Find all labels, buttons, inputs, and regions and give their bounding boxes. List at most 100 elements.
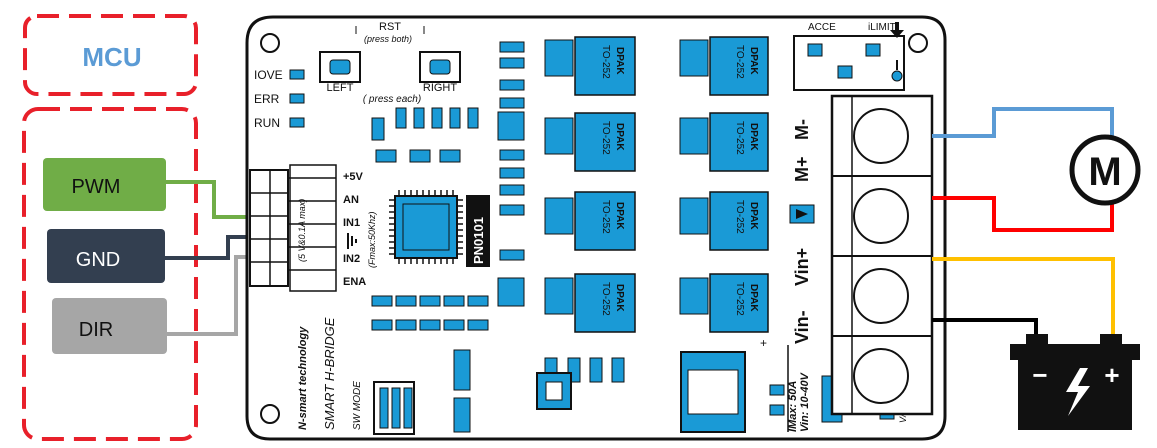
battery-plus: + bbox=[1104, 360, 1119, 390]
mosfet-array bbox=[544, 36, 769, 333]
chip-pins bbox=[389, 190, 463, 264]
err-label: ERR bbox=[254, 92, 280, 106]
press-each-label: ( press each) bbox=[363, 94, 421, 105]
mosfet-label: TO-252 bbox=[734, 45, 745, 79]
mosfet bbox=[679, 36, 769, 96]
acce-jumper[interactable] bbox=[837, 65, 853, 79]
mosfet bbox=[679, 112, 769, 172]
rst-sublabel: (press both) bbox=[364, 34, 412, 44]
diode-symbol bbox=[796, 209, 808, 219]
mount-hole bbox=[908, 33, 928, 53]
mosfet bbox=[544, 112, 636, 172]
mosfet-label: DPAK bbox=[748, 123, 759, 151]
pin-label: +5V bbox=[343, 171, 364, 183]
spec-imax: IMax: 50A bbox=[787, 381, 799, 432]
signal-wires bbox=[165, 180, 250, 336]
right-button-cap[interactable] bbox=[429, 59, 451, 75]
pwm-label: PWM bbox=[72, 176, 121, 198]
brand-label: N-smart technology bbox=[297, 326, 309, 430]
err-led bbox=[289, 93, 305, 104]
battery-wire-minus bbox=[932, 318, 1038, 338]
h-bridge-board: RST (press both) LEFT RIGHT ( press each… bbox=[245, 15, 947, 441]
mcu-chip-inner bbox=[402, 203, 450, 251]
transistor bbox=[497, 277, 525, 307]
mosfet-label: DPAK bbox=[614, 202, 625, 230]
terminal-screw-vin-plus[interactable] bbox=[853, 268, 909, 324]
terminal-label-vin-plus: Vin+ bbox=[792, 248, 812, 286]
chip-id-badge bbox=[466, 195, 490, 267]
arrow-icon bbox=[890, 22, 904, 38]
inductor-core bbox=[545, 381, 563, 401]
iove-label: IOVE bbox=[254, 68, 283, 82]
arrow-dot bbox=[891, 70, 903, 82]
terminal-screw-vin-minus[interactable] bbox=[853, 348, 909, 404]
battery-terminal-plus bbox=[1100, 334, 1122, 346]
acce-jumper[interactable] bbox=[807, 43, 823, 57]
terminal-screw-m-minus[interactable] bbox=[853, 108, 909, 164]
ilimit-jumper[interactable] bbox=[865, 43, 881, 57]
connector-housing bbox=[289, 164, 337, 292]
left-button-cap[interactable] bbox=[329, 59, 351, 75]
gnd-wire bbox=[165, 235, 250, 260]
chip-id: PN0101 bbox=[471, 217, 486, 264]
spec-vin: Vin: 10-40V bbox=[799, 371, 811, 432]
dir-wire bbox=[167, 255, 250, 336]
capacitor-body bbox=[687, 369, 739, 415]
mcu-title-border bbox=[23, 14, 198, 96]
run-led bbox=[289, 117, 305, 128]
battery-wire-plus bbox=[932, 257, 1115, 335]
acce-label: ACCE bbox=[808, 22, 836, 33]
plus-mark: + bbox=[760, 336, 767, 350]
connector-traces bbox=[288, 177, 336, 271]
product-label: SMART H-BRIDGE bbox=[322, 317, 337, 430]
battery-terminal-minus bbox=[1026, 334, 1048, 346]
mosfet-label: DPAK bbox=[614, 284, 625, 312]
dip-toggle[interactable] bbox=[391, 387, 401, 429]
signal-connector bbox=[249, 169, 289, 287]
mosfet-label: TO-252 bbox=[734, 121, 745, 155]
terminal-label-m-plus: M+ bbox=[792, 156, 812, 182]
mount-hole bbox=[260, 33, 280, 53]
mosfet-label: TO-252 bbox=[734, 200, 745, 234]
mosfet-label: DPAK bbox=[614, 123, 625, 151]
mosfet-label: DPAK bbox=[748, 202, 759, 230]
battery: − + bbox=[1010, 334, 1140, 430]
left-label: LEFT bbox=[327, 82, 354, 94]
jumper-block bbox=[793, 35, 905, 91]
sw-mode-label: SW MODE bbox=[352, 381, 363, 430]
mosfet-label: TO-252 bbox=[600, 200, 611, 234]
pwm-box bbox=[43, 158, 166, 211]
trimmer bbox=[453, 397, 471, 433]
right-label: RIGHT bbox=[423, 82, 458, 94]
mosfet-label: TO-252 bbox=[600, 45, 611, 79]
terminal-label-m-minus: M- bbox=[792, 119, 812, 140]
mosfet-label: TO-252 bbox=[600, 121, 611, 155]
dip-toggle[interactable] bbox=[403, 387, 413, 429]
mosfet-labels: DPAK TO-252 DPAK TO-252 DPAK TO-252 DPAK… bbox=[600, 45, 759, 316]
pin-label: AN bbox=[343, 194, 359, 206]
iove-led bbox=[289, 69, 305, 80]
mosfet bbox=[544, 36, 636, 96]
dir-box bbox=[52, 298, 167, 354]
ilimit-label: iLIMIT bbox=[868, 22, 896, 33]
battery-minus: − bbox=[1032, 360, 1047, 390]
motor-wire-minus bbox=[932, 107, 1114, 140]
pin-label: IN1 bbox=[343, 217, 360, 229]
gnd-box bbox=[47, 229, 165, 283]
lightning-icon bbox=[1066, 368, 1090, 416]
pin-label: IN2 bbox=[343, 253, 360, 265]
mcu-block: MCU PWM GND DIR bbox=[22, 14, 198, 441]
motor-icon bbox=[1069, 134, 1141, 206]
pwm-wire bbox=[166, 180, 250, 219]
dip-toggle[interactable] bbox=[379, 387, 389, 429]
mosfet bbox=[544, 273, 636, 333]
gnd-label: GND bbox=[76, 249, 120, 271]
mosfet bbox=[679, 273, 769, 333]
left-button[interactable] bbox=[319, 51, 361, 83]
mosfet-label: TO-252 bbox=[734, 282, 745, 316]
battery-icon bbox=[1018, 360, 1132, 430]
terminal-screw-m-plus[interactable] bbox=[853, 188, 909, 244]
transistor bbox=[497, 111, 525, 141]
battery-lid bbox=[1010, 344, 1140, 360]
